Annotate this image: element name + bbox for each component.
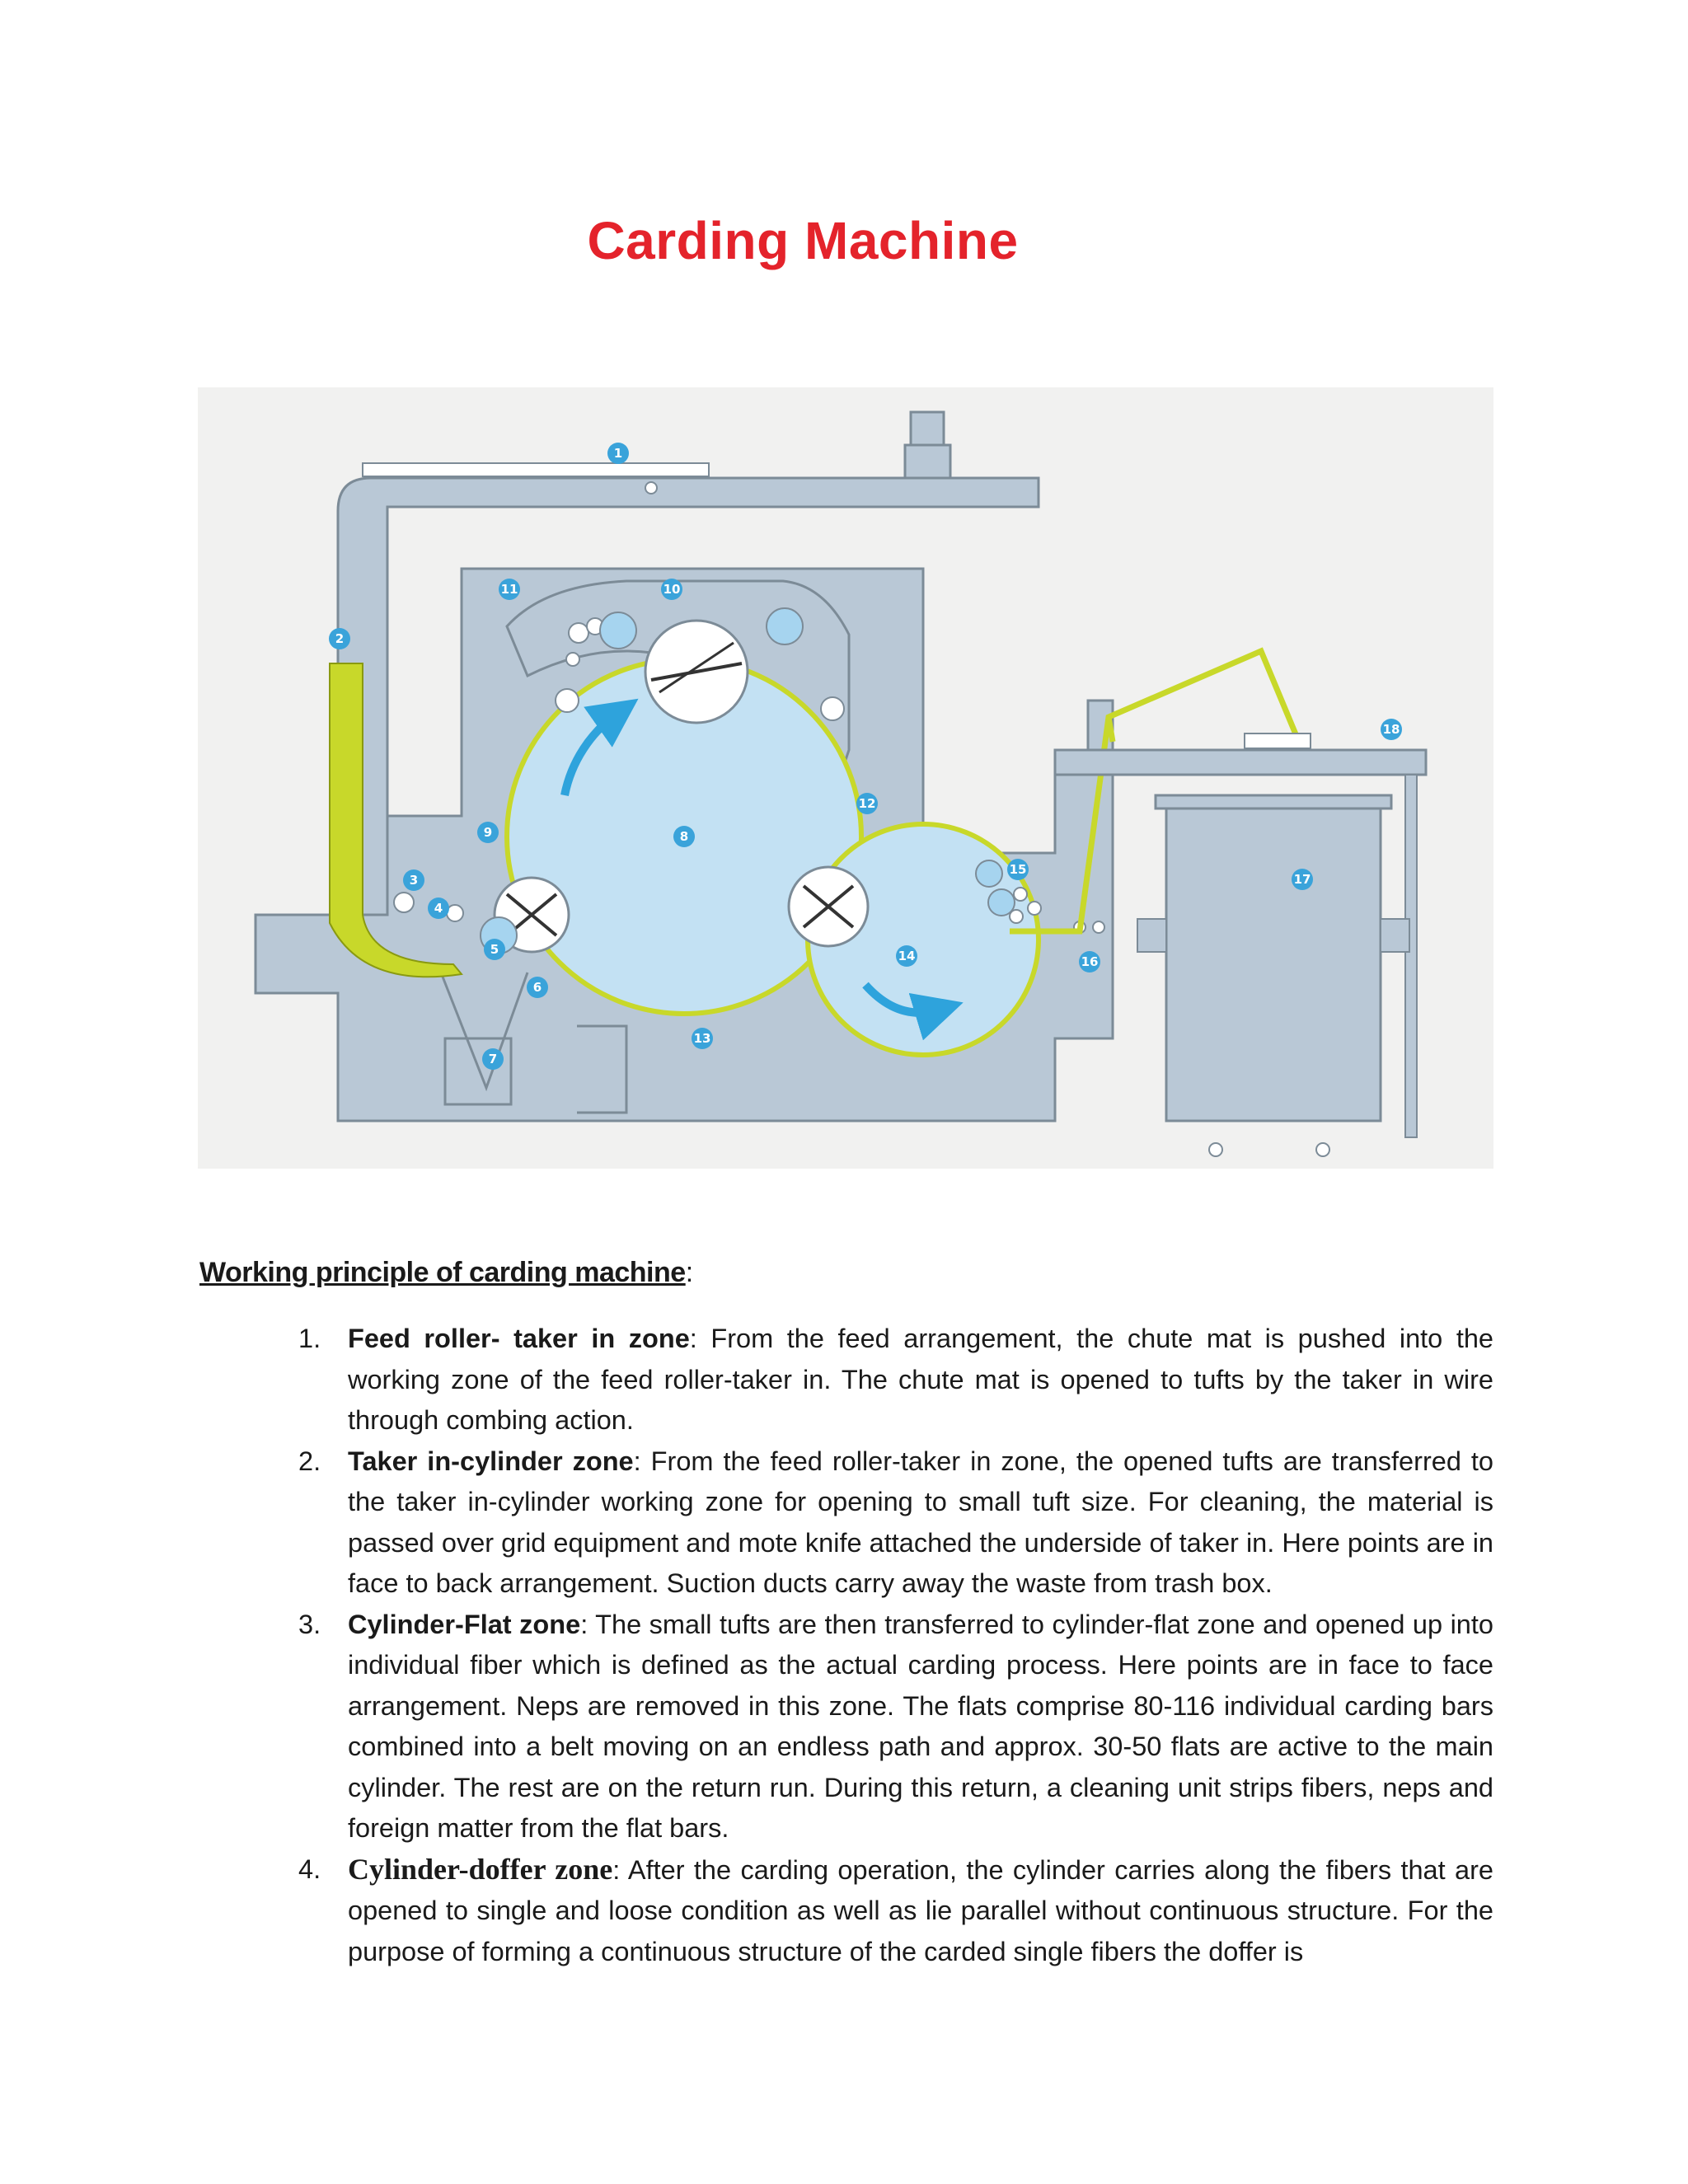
sliver-can	[1165, 798, 1382, 1122]
step-item: 4. Cylinder-doffer zone: After the cardin…	[290, 1849, 1493, 1973]
svg-text:6: 6	[533, 980, 542, 995]
step-item: 2. Taker in-cylinder zone: From the feed …	[290, 1441, 1493, 1605]
step-text: : From the feed roller-taker in zone, th…	[348, 1446, 1493, 1599]
svg-text:4: 4	[434, 901, 443, 916]
step-item: 1. Feed roller- taker in zone: From the f…	[290, 1319, 1493, 1441]
svg-text:1: 1	[614, 446, 622, 461]
section-heading-text: Working principle of carding machine	[199, 1257, 686, 1288]
step-title: Taker in-cylinder zone	[348, 1446, 634, 1476]
page-title: Carding Machine	[0, 210, 1688, 271]
svg-text:13: 13	[694, 1031, 711, 1046]
step-number: 1.	[298, 1324, 321, 1353]
step-text: : After the carding operation, the cylin…	[348, 1854, 1493, 1966]
step-number: 4.	[298, 1854, 321, 1884]
step-number: 3.	[298, 1609, 321, 1639]
svg-text:18: 18	[1383, 722, 1400, 737]
step-title: Cylinder-Flat zone	[348, 1609, 581, 1639]
step-text: : From the feed arrangement, the chute m…	[348, 1324, 1493, 1435]
working-principle-steps: 1.Feed roller- taker in zone: From the f…	[290, 1319, 1493, 1972]
diagram-number-labels: 1 2 3 4 5 6 7 8 9 10 11 12 13 14 15 16 1…	[329, 443, 1402, 1070]
step-item: 3. Cylinder-Flat zone: The small tufts ar…	[290, 1605, 1493, 1849]
step-text: : The small tufts are then transferred t…	[348, 1609, 1493, 1844]
svg-text:5: 5	[490, 942, 499, 957]
svg-text:2: 2	[335, 631, 344, 646]
doffer-arrow	[862, 982, 964, 1041]
section-heading-colon: :	[685, 1257, 694, 1288]
svg-text:8: 8	[680, 829, 688, 844]
step-number: 2.	[298, 1446, 321, 1476]
svg-text:11: 11	[501, 582, 518, 597]
page-title-text: Carding Machine	[587, 211, 1019, 270]
svg-text:14: 14	[898, 949, 916, 963]
chute-duct	[329, 410, 1040, 978]
diagram-svg: 1 2 3 4 5 6 7 8 9 10 11 12 13 14 15 16 1…	[254, 410, 1428, 1157]
svg-text:10: 10	[663, 582, 681, 597]
carding-machine-diagram: 1 2 3 4 5 6 7 8 9 10 11 12 13 14 15 16 1…	[198, 387, 1493, 1169]
svg-text:16: 16	[1081, 954, 1099, 969]
step-title: Cylinder-doffer zone	[348, 1852, 613, 1886]
svg-text:17: 17	[1294, 872, 1311, 887]
svg-text:7: 7	[489, 1052, 497, 1066]
step-title: Feed roller- taker in zone	[348, 1324, 690, 1353]
section-heading: Working principle of carding machine:	[199, 1257, 693, 1289]
svg-text:3: 3	[410, 873, 418, 888]
svg-text:12: 12	[859, 796, 876, 811]
coiler-table	[1053, 748, 1428, 776]
svg-text:9: 9	[484, 825, 492, 840]
cylinder-arrow	[560, 698, 639, 797]
svg-text:15: 15	[1010, 862, 1027, 877]
